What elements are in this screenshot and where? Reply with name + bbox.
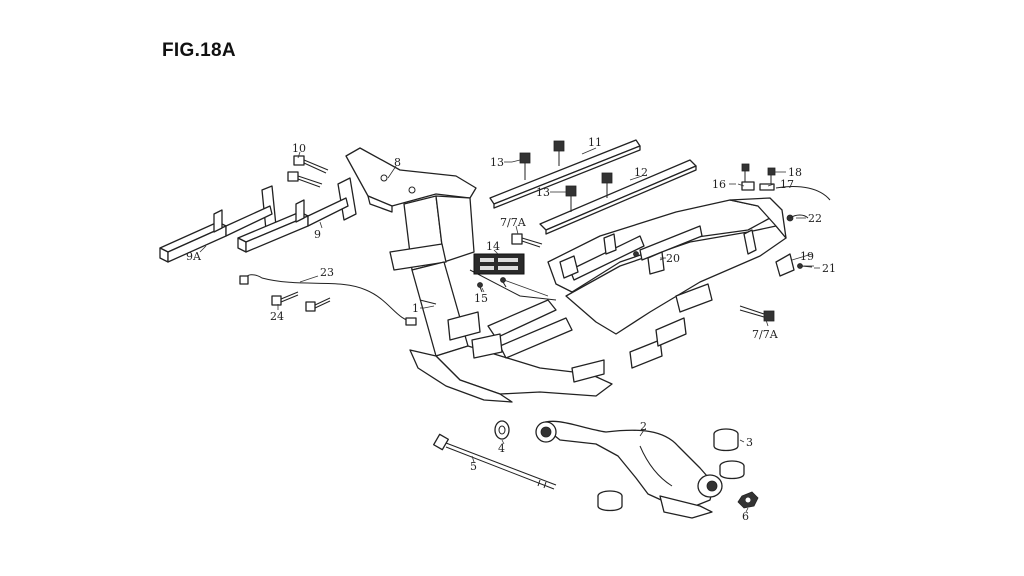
callout-20: 20	[666, 252, 680, 265]
callout-9a: 9A	[186, 250, 202, 263]
head-bracket-8	[345, 147, 477, 213]
rail-plate-11	[489, 139, 641, 209]
bolts-10	[287, 155, 329, 188]
screws-15	[477, 277, 507, 293]
callout-5: 5	[470, 460, 477, 473]
brackets-19-22	[633, 214, 813, 277]
callout-22: 22	[808, 212, 822, 225]
callout-1: 1	[412, 302, 419, 315]
callout-14: 14	[486, 240, 500, 253]
callout-19: 19	[800, 250, 814, 263]
callout-12: 12	[634, 166, 648, 179]
callout-11: 11	[588, 136, 602, 149]
callout-10: 10	[292, 142, 306, 155]
clamp-group-16-18	[741, 163, 831, 201]
callout-15: 15	[474, 292, 488, 305]
label-plate-14	[473, 253, 525, 275]
callout-17: 17	[780, 178, 794, 191]
callout-23: 23	[320, 266, 334, 279]
leader-lines	[199, 147, 814, 513]
axle-bolt-5	[433, 433, 557, 490]
washer-4	[494, 420, 510, 440]
callout-13-upper: 13	[490, 156, 504, 169]
callout-3: 3	[746, 436, 753, 449]
rubber-mounts-3	[597, 428, 745, 512]
bracket-9a	[159, 185, 277, 263]
rail-plate-12	[539, 159, 697, 235]
bolts-24	[271, 291, 331, 312]
bolt-7-7a	[511, 233, 775, 322]
callout-2: 2	[640, 420, 647, 433]
figure-title: FIG.18A	[162, 40, 236, 61]
callout-6: 6	[742, 510, 749, 523]
callout-7-7a-lower: 7/7A	[752, 328, 779, 341]
callout-24: 24	[270, 310, 284, 323]
callout-21: 21	[822, 262, 836, 275]
callout-7-7a-upper: 7/7A	[500, 216, 527, 229]
callout-18: 18	[788, 166, 802, 179]
nut-6	[737, 491, 759, 509]
callout-4: 4	[498, 442, 505, 455]
callout-dashes	[420, 161, 820, 309]
bracket-9	[237, 177, 357, 253]
callout-8: 8	[394, 156, 401, 169]
callout-9: 9	[314, 228, 321, 241]
engine-hanger-2	[535, 420, 723, 519]
cable-23	[239, 274, 417, 326]
main-frame-1	[389, 195, 787, 403]
callout-13-lower: 13	[536, 186, 550, 199]
callout-labels: 1 2 3 4 5 6 7/7A 7/7A 8 9 9A 10 11 12 13…	[186, 136, 836, 523]
bolts-13	[519, 140, 613, 212]
callout-16: 16	[712, 178, 726, 191]
